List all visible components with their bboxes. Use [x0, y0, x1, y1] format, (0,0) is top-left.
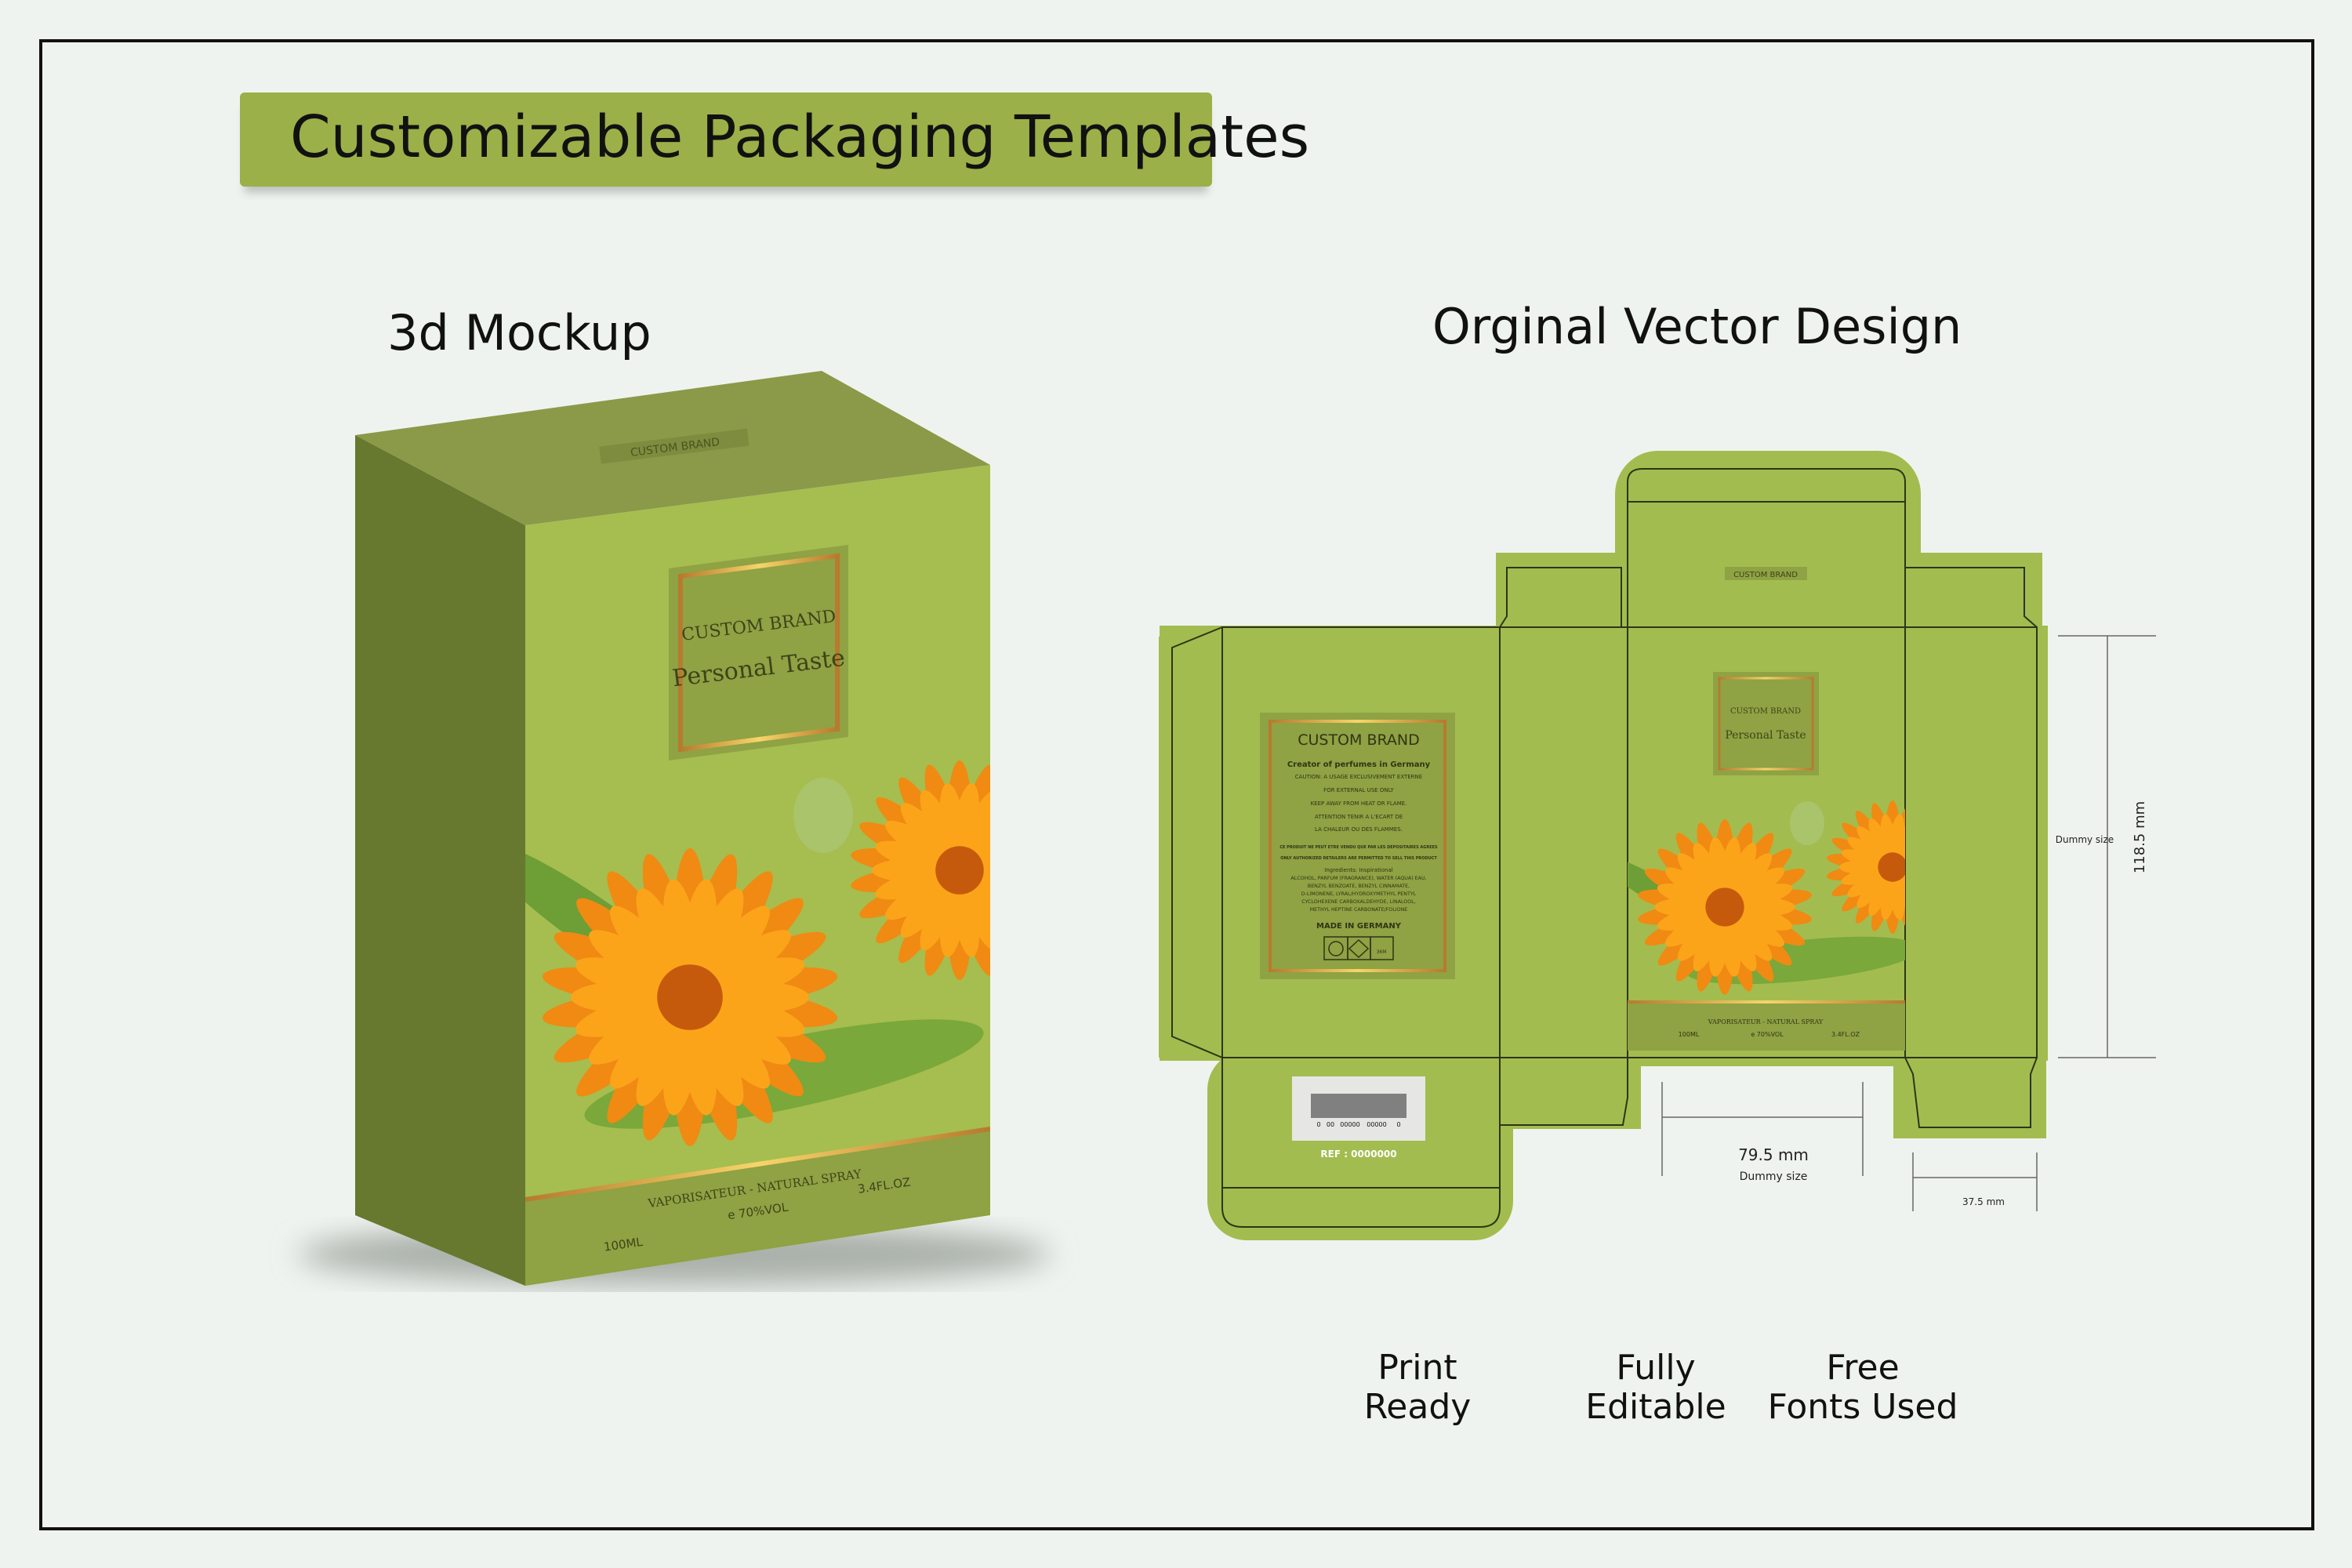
- flower-small: [851, 760, 990, 980]
- front-brand: CUSTOM BRAND: [1730, 707, 1801, 716]
- flower-large: [542, 848, 838, 1146]
- label-line: ATTENTION TENIR A L'ECART DE: [1315, 814, 1403, 820]
- label-subtitle: Creator of perfumes in Germany: [1287, 760, 1431, 769]
- box-side-face: [355, 435, 525, 1286]
- front-spray: VAPORISATEUR - NATURAL SPRAY: [1708, 1018, 1824, 1025]
- dieline: CUSTOM BRAND CUSTOM BRAND Creator of per…: [1159, 451, 2156, 1240]
- flower-bud: [793, 778, 853, 853]
- barcode: 0 00 00000 00000 0 REF : 0000000: [1292, 1076, 1425, 1160]
- height-dimension: 118.5 mm: [2132, 801, 2148, 873]
- mockup-heading: 3d Mockup: [387, 304, 652, 361]
- dieline-top-tag: CUSTOM BRAND: [1733, 571, 1798, 579]
- height-note: Dummy size: [2056, 834, 2114, 845]
- feature-line: Print: [1377, 1348, 1457, 1388]
- label-legal: ONLY AUTHORIZED RETAILERS ARE PERMITTED …: [1280, 856, 1437, 861]
- flower-center: [657, 964, 723, 1030]
- label-ingredients: BENZYL BENZOATE, BENZYL CINNAMATE,: [1308, 884, 1410, 889]
- label-line: CAUTION: A USAGE EXCLUSIVEMENT EXTERNE: [1295, 774, 1422, 780]
- barcode-ref: REF : 0000000: [1320, 1149, 1396, 1160]
- depth-dimension: 37.5 mm: [1962, 1196, 2005, 1207]
- front-volume: 100ML: [1679, 1031, 1700, 1038]
- label-brand: CUSTOM BRAND: [1298, 731, 1420, 749]
- pao-icon: [1370, 936, 1394, 960]
- width-note: Dummy size: [1740, 1171, 1808, 1183]
- feature-line: Fully: [1616, 1348, 1696, 1388]
- front-alcohol: e 70%VOL: [1751, 1031, 1784, 1038]
- barcode-digit: 00000: [1367, 1121, 1386, 1128]
- title-banner: Customizable Packaging Templates: [240, 93, 1309, 187]
- barcode-digit: 00000: [1340, 1121, 1359, 1128]
- label-legal: CE PRODUIT NE PEUT ETRE VENDU QUE PAR LE…: [1279, 845, 1438, 850]
- label-ingredients: D-LIMONENE, LYRAL/HYDROXYMETHYL PENTYL: [1301, 891, 1417, 897]
- feature-line: Free: [1826, 1348, 1900, 1388]
- front-panel: CUSTOM BRAND Personal Taste VAPORISATEUR…: [1628, 672, 1905, 1051]
- page-title: Customizable Packaging Templates: [290, 103, 1310, 171]
- label-line: FOR EXTERNAL USE ONLY: [1323, 787, 1394, 793]
- label-line: KEEP AWAY FROM HEAT OR FLAME.: [1311, 800, 1407, 807]
- label-ingredients: CYCLOHEXENE CARBOXALDEHYDE, LINALOOL,: [1301, 899, 1415, 905]
- page-frame: [39, 39, 2314, 1530]
- front-flower-small: [1826, 800, 1905, 934]
- box-top-tag: [599, 428, 750, 464]
- pao-text: 36M: [1377, 949, 1387, 955]
- flower-center: [935, 846, 984, 895]
- label-made-in: MADE IN GERMANY: [1316, 922, 1402, 931]
- flower-center: [1878, 852, 1905, 882]
- barcode-digit: 00: [1327, 1121, 1334, 1128]
- feature-line: Editable: [1585, 1387, 1726, 1427]
- barcode-digit: 0: [1316, 1121, 1320, 1128]
- front-product: Personal Taste: [1725, 729, 1806, 742]
- label-ingredients: ALCOHOL, PARFUM (FRAGRANCE), WATER (AQUA…: [1290, 876, 1426, 881]
- barcode-digit: 0: [1396, 1121, 1400, 1128]
- label-ingredients: Ingredients: Inspirational: [1324, 867, 1392, 873]
- label-ingredients: METHYL HEPTINE CARBONATE/FOLIONE: [1310, 907, 1408, 913]
- feature-line: Fonts Used: [1767, 1387, 1958, 1427]
- width-dimension: 79.5 mm: [1738, 1145, 1809, 1164]
- box-mockup: CUSTOM BRAND CUSTOM BRAND Personal Taste…: [298, 371, 1051, 1286]
- flower-center: [1705, 887, 1744, 927]
- dimension-lines: [1661, 635, 2156, 1211]
- label-line: LA CHALEUR OU DES FLAMMES.: [1315, 826, 1403, 833]
- vector-heading: Orginal Vector Design: [1432, 298, 1962, 355]
- feature-line: Ready: [1363, 1387, 1472, 1427]
- ingredients-label: CUSTOM BRAND Creator of perfumes in Germ…: [1260, 713, 1455, 979]
- box-label: [669, 545, 848, 760]
- front-floz: 3.4FL.OZ: [1831, 1031, 1860, 1038]
- front-flower-large: [1638, 819, 1812, 995]
